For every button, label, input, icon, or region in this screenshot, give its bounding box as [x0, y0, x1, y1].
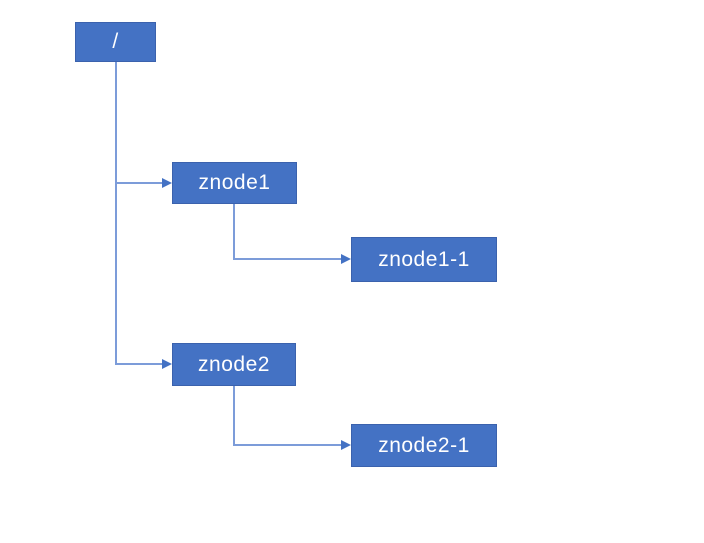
node-znode2-1-label: znode2-1: [378, 433, 470, 457]
arrowhead-icon: [162, 178, 172, 188]
node-znode2-1: znode2-1: [351, 424, 497, 467]
node-root: /: [75, 22, 156, 62]
node-znode1-1: znode1-1: [351, 237, 497, 282]
connector-root-to-znode1: [115, 182, 163, 184]
arrowhead-icon: [162, 359, 172, 369]
arrowhead-icon: [341, 254, 351, 264]
connector-znode2-to-znode2-1: [233, 444, 342, 446]
node-znode2-label: znode2: [198, 352, 270, 376]
node-znode2: znode2: [172, 343, 296, 386]
connector-znode1-to-znode1-1: [233, 258, 342, 260]
connector-root-to-znode2: [115, 363, 163, 365]
node-znode1-1-label: znode1-1: [378, 247, 470, 271]
node-znode1-label: znode1: [198, 171, 271, 194]
connector-root-trunk: [115, 62, 117, 365]
arrowhead-icon: [341, 440, 351, 450]
connector-znode2-drop: [233, 386, 235, 445]
node-root-label: /: [112, 30, 119, 53]
node-znode1: znode1: [172, 162, 297, 204]
connector-znode1-drop: [233, 204, 235, 259]
